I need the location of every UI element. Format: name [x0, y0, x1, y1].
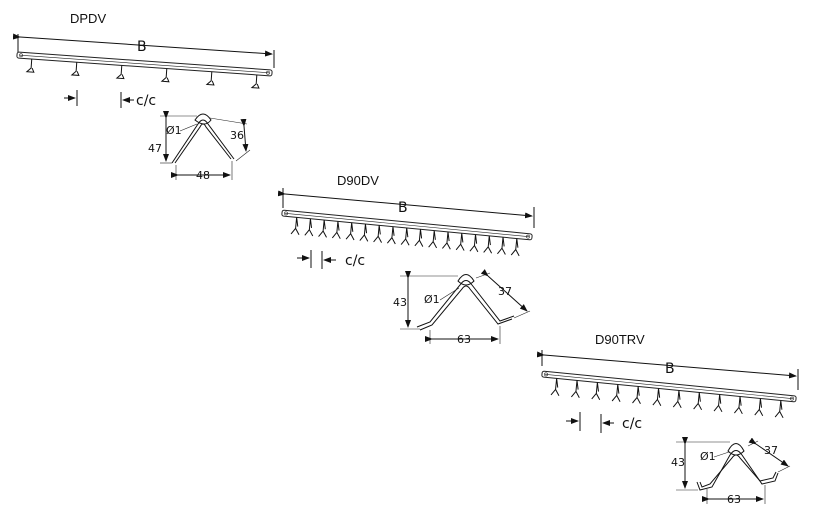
hook [250, 74, 260, 89]
spacing-label: c/c [622, 416, 642, 432]
hook [414, 229, 424, 247]
hook [359, 223, 369, 242]
span-dimension-line [536, 351, 797, 379]
profile-height: 43 [393, 296, 407, 309]
profile-width: 63 [727, 493, 741, 506]
hook [672, 390, 682, 409]
profile-diameter: Ø1 [424, 293, 440, 306]
hook [331, 221, 341, 239]
hook [469, 234, 479, 253]
profile-width: 48 [196, 169, 210, 182]
profile-leg-length: 37 [764, 444, 778, 457]
product-d90dv: D90DV B c/c 43 63 37 Ø1 [277, 173, 535, 346]
hook [386, 226, 396, 245]
hook [304, 218, 314, 237]
hook [70, 62, 80, 76]
product-d90trv: D90TRV B c/c 43 63 37 Ø1 [536, 332, 799, 506]
profile-width: 63 [457, 333, 471, 346]
hook [483, 235, 493, 254]
hook [428, 230, 438, 249]
profile-height: 43 [671, 456, 685, 469]
hook [455, 233, 465, 251]
hook [774, 400, 784, 419]
gutter-bar [281, 209, 533, 257]
hook [400, 227, 410, 246]
hook [345, 222, 355, 241]
hook [497, 237, 506, 255]
hook [713, 394, 723, 413]
product-dpdv: DPDV B c/c 47 48 36 [12, 11, 275, 182]
hook [693, 392, 703, 411]
hook [550, 378, 560, 397]
hook [25, 59, 35, 73]
hook [570, 380, 580, 399]
profile-diameter: Ø1 [700, 450, 716, 463]
hook [652, 388, 662, 407]
span-dimension-line [277, 190, 533, 219]
product-title: DPDV [70, 11, 106, 26]
profile-cross-section: 43 63 37 Ø1 [671, 437, 791, 506]
span-label: B [398, 200, 408, 216]
spacing-label: c/c [345, 253, 365, 269]
hook [115, 65, 125, 80]
hook [160, 68, 170, 83]
profile-leg-length: 36 [230, 129, 244, 142]
hook [290, 217, 300, 235]
gutter-bar [541, 370, 797, 419]
hook [733, 396, 743, 415]
product-title: D90TRV [595, 332, 645, 347]
hook [373, 225, 382, 243]
span-label: B [665, 361, 675, 377]
profile-cross-section: 47 48 36 Ø1 [148, 111, 251, 182]
hook [591, 382, 601, 401]
span-dimension-line [12, 33, 273, 57]
profile-height: 47 [148, 142, 162, 155]
hook [510, 238, 520, 257]
hook [318, 220, 327, 238]
hook [205, 71, 215, 86]
product-title: D90DV [337, 173, 379, 188]
hook [611, 384, 621, 403]
hook [632, 386, 641, 405]
profile-cross-section: 43 63 37 Ø1 [393, 269, 531, 346]
gutter-bar [16, 51, 273, 89]
hook [441, 231, 451, 250]
spacing-label: c/c [136, 93, 156, 109]
hook [754, 398, 764, 417]
profile-leg-length: 37 [498, 285, 512, 298]
profile-diameter: Ø1 [166, 124, 182, 137]
span-label: B [137, 39, 147, 55]
